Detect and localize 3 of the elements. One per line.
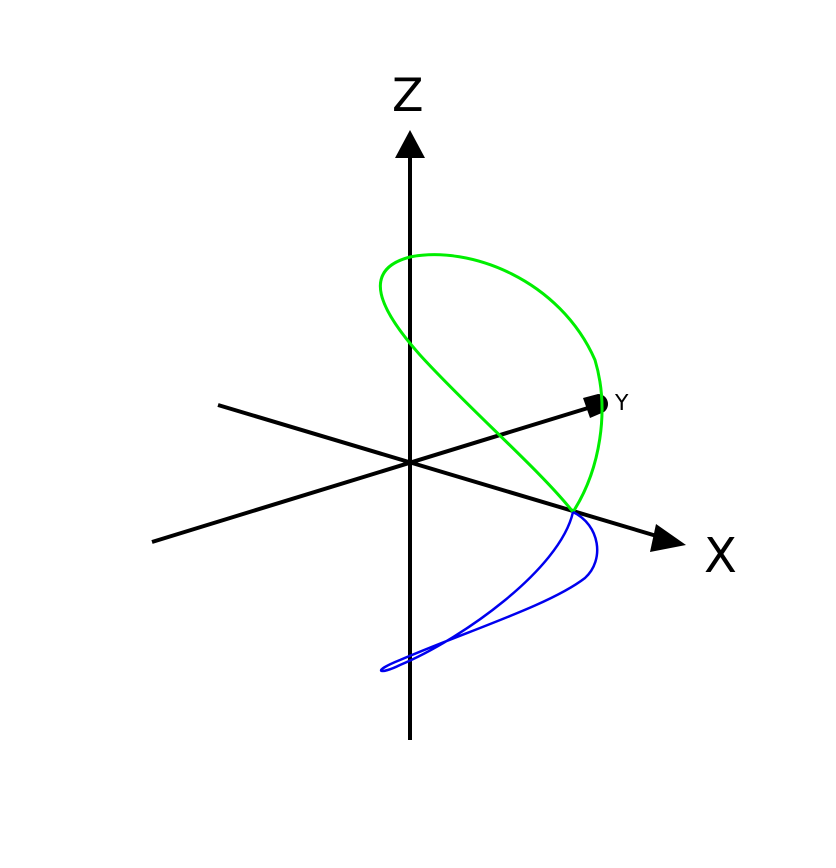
axis-label: Z: [392, 72, 424, 118]
axis-label: Y: [615, 393, 628, 415]
axis-label: X: [704, 532, 737, 580]
